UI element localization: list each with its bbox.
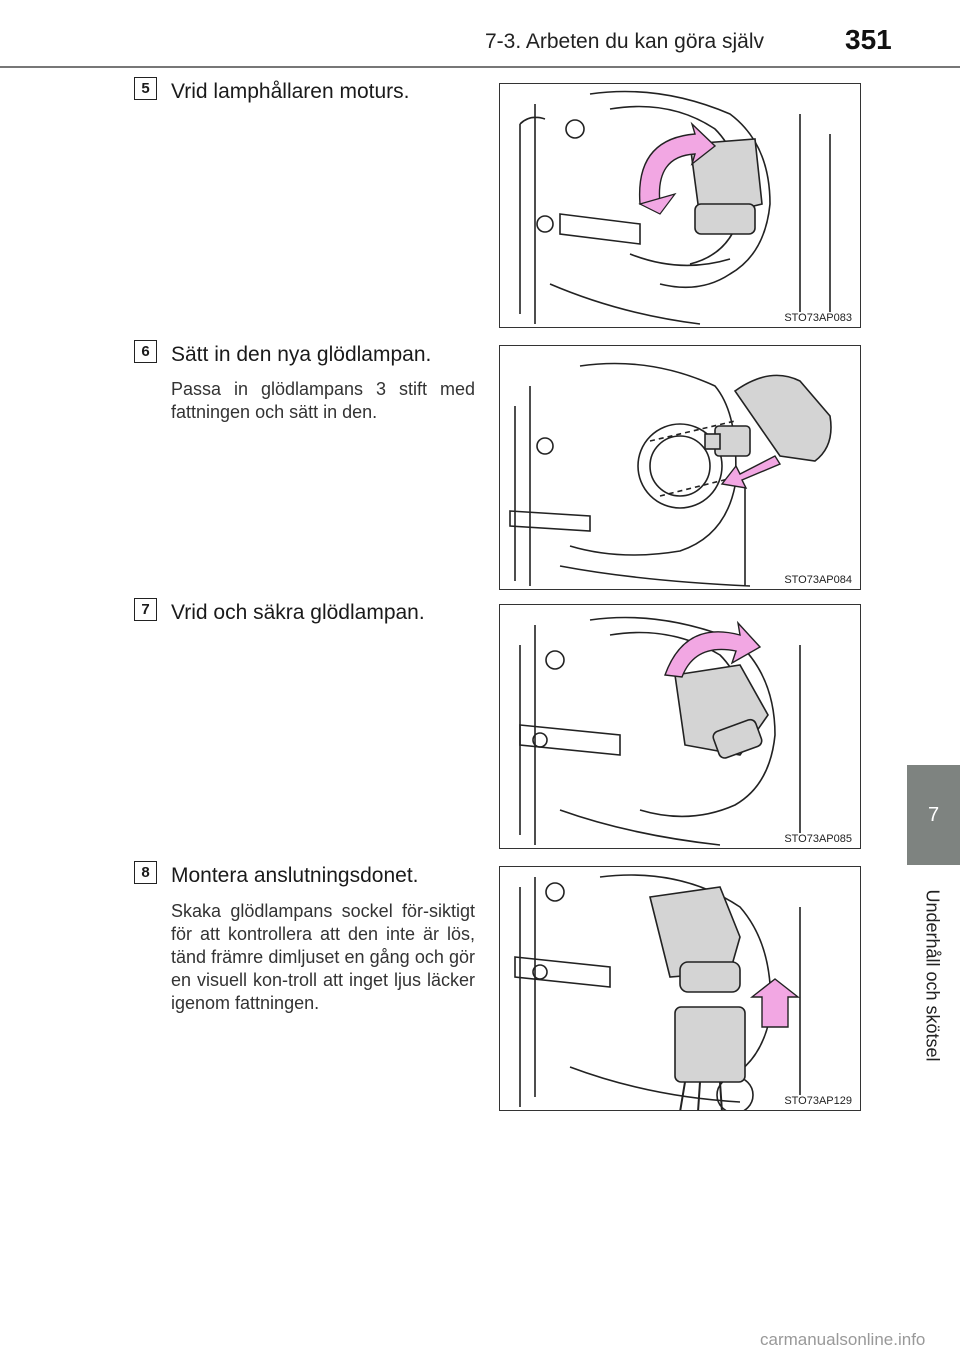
figure-code: STO73AP084 bbox=[782, 574, 854, 586]
step-number-badge: 7 bbox=[134, 598, 157, 621]
chapter-side-title: Underhåll och skötsel bbox=[905, 870, 960, 1080]
step-instruction: Skaka glödlampans sockel för-siktigt för… bbox=[171, 901, 475, 1013]
illustration-lock-bulb: STO73AP085 bbox=[499, 604, 861, 849]
header-divider bbox=[0, 66, 960, 68]
section-header: 7-3. Arbeten du kan göra själv bbox=[485, 30, 765, 53]
step-number-badge: 6 bbox=[134, 340, 157, 363]
illustration-rotate-holder: STO73AP083 bbox=[499, 83, 861, 328]
step-title: Sätt in den nya glödlampan. bbox=[171, 343, 432, 366]
headlamp-drawing bbox=[519, 616, 801, 846]
chapter-tab: 7 bbox=[907, 765, 960, 865]
figure-code: STO73AP129 bbox=[782, 1095, 854, 1107]
headlamp-drawing bbox=[514, 874, 801, 1110]
headlamp-drawing bbox=[509, 362, 832, 587]
chapter-title-text: Underhåll och skötsel bbox=[923, 888, 943, 1062]
step-title: Vrid lamphållaren moturs. bbox=[171, 80, 410, 103]
illustration-insert-bulb: STO73AP084 bbox=[499, 345, 861, 590]
step-number-badge: 5 bbox=[134, 77, 157, 100]
page-number: 351 bbox=[845, 24, 892, 55]
step-title: Vrid och säkra glödlampan. bbox=[171, 601, 425, 624]
step-number-badge: 8 bbox=[134, 861, 157, 884]
headlamp-drawing bbox=[519, 90, 831, 325]
figure-code: STO73AP083 bbox=[782, 312, 854, 324]
illustration-connector: STO73AP129 bbox=[499, 866, 861, 1111]
chapter-number: 7 bbox=[927, 803, 940, 826]
figure-code: STO73AP085 bbox=[782, 833, 854, 845]
step-title: Montera anslutningsdonet. bbox=[171, 864, 419, 887]
watermark: carmanualsonline.info bbox=[760, 1330, 926, 1349]
step-instruction: Passa in glödlampans 3 stift med fattnin… bbox=[171, 379, 475, 422]
